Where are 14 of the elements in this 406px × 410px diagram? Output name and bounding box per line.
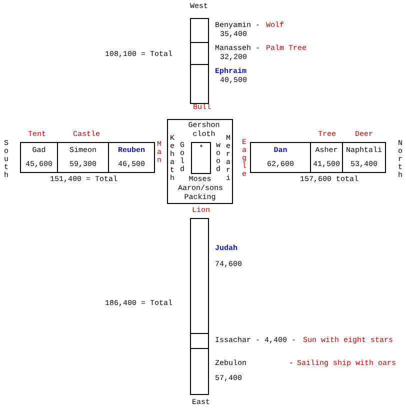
tribe-cell xyxy=(190,348,209,395)
inner-box xyxy=(191,142,211,174)
tribe-cell xyxy=(20,142,58,173)
tribe-cell xyxy=(57,142,109,173)
tribe-cell xyxy=(190,64,209,104)
tribe-cell xyxy=(108,142,155,173)
tribe-cell xyxy=(342,142,386,173)
tribe-cell xyxy=(190,218,209,334)
tribe-cell xyxy=(190,18,209,43)
tribe-cell xyxy=(190,42,209,65)
tribe-cell xyxy=(190,333,209,349)
tribe-cell xyxy=(250,142,311,173)
tabernacle-box xyxy=(167,119,233,204)
tribe-cell xyxy=(310,142,343,173)
